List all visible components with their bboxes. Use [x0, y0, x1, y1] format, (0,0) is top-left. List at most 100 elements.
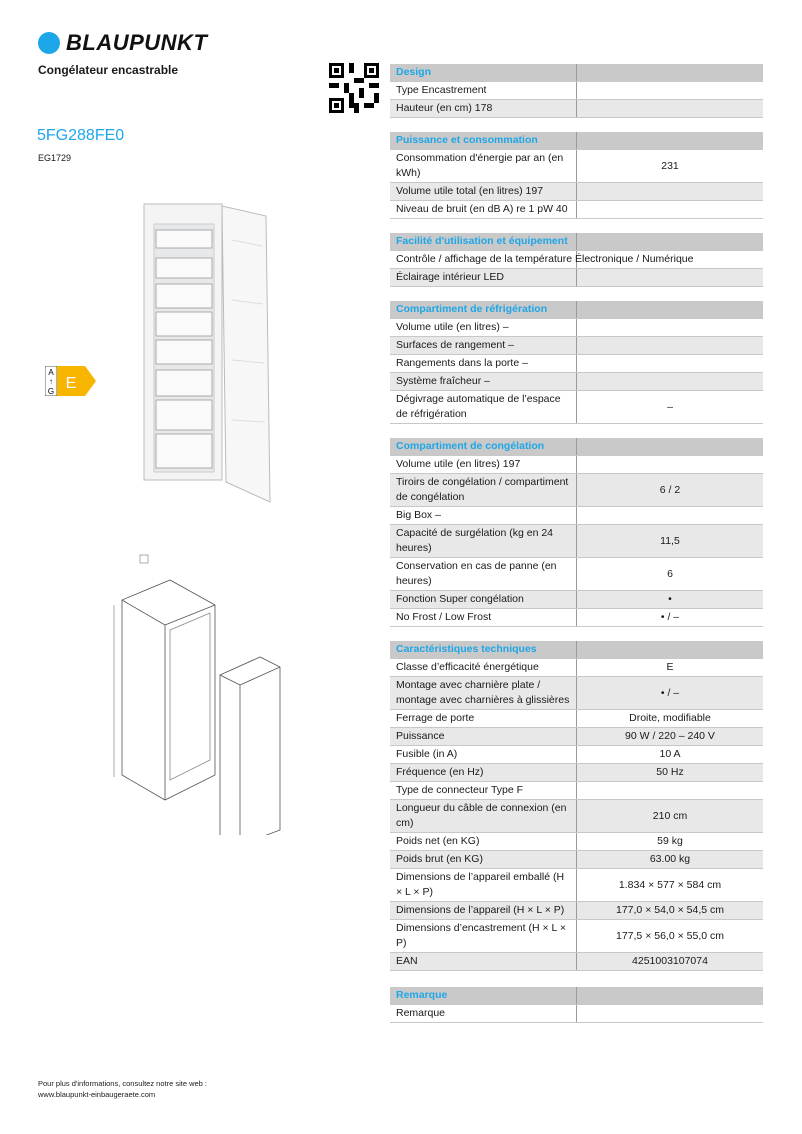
- spec-label: Niveau de bruit (en dB A) re 1 pW 40: [390, 201, 577, 218]
- spec-label: Surfaces de rangement –: [390, 337, 577, 354]
- spec-label: Poids brut (en KG): [390, 851, 577, 868]
- spec-value: 6 / 2: [659, 483, 681, 496]
- brand-logo: BLAUPUNKT: [38, 30, 207, 56]
- spec-value: E: [666, 661, 674, 673]
- section-title: Puissance et consommation: [390, 132, 577, 149]
- spec-value: [577, 82, 763, 99]
- footer: Pour plus d'informations, consultez notr…: [38, 1078, 207, 1100]
- product-code: EG1729: [38, 153, 72, 163]
- section-header: Design: [390, 64, 763, 82]
- spec-value: 210 cm: [652, 809, 688, 822]
- section-header: Compartiment de congélation: [390, 438, 763, 456]
- section-title: Caractéristiques techniques: [390, 641, 577, 658]
- spec-label: Ferrage de porte: [390, 710, 577, 727]
- spec-row: Montage avec charnière plate / montage a…: [390, 677, 763, 710]
- spec-label: Remarque: [390, 1005, 577, 1022]
- spec-row: Volume utile (en litres) –: [390, 319, 763, 337]
- spec-label: Big Box –: [390, 507, 577, 524]
- spec-row: Big Box –: [390, 507, 763, 525]
- section-header-cell: [577, 641, 763, 658]
- spec-row: Niveau de bruit (en dB A) re 1 pW 40: [390, 201, 763, 219]
- spec-label: Volume utile total (en litres) 197: [390, 183, 577, 200]
- spec-row: No Frost / Low Frost • / –: [390, 609, 763, 627]
- spec-label: Fréquence (en Hz): [390, 764, 577, 781]
- spec-value: [577, 507, 763, 524]
- spec-value: [577, 355, 763, 372]
- energy-scale-top: A: [48, 368, 54, 377]
- spec-label: Système fraîcheur –: [390, 373, 577, 390]
- section-title: Remarque: [390, 987, 577, 1004]
- spec-value: [577, 100, 763, 117]
- energy-class: E: [66, 375, 77, 392]
- brand-name: BLAUPUNKT: [66, 30, 208, 55]
- spec-row: Dimensions de l’appareil emballé (H × L …: [390, 869, 763, 902]
- spec-value: [577, 201, 763, 218]
- spec-value: [577, 456, 763, 473]
- spec-row: Type de connecteur Type F: [390, 782, 763, 800]
- spec-row: EAN 4251003107074: [390, 953, 763, 971]
- section-header-cell: [577, 438, 763, 455]
- spec-label: Classe d’efficacité énergétique: [390, 659, 577, 676]
- spec-value: [577, 183, 763, 200]
- section-title: Facilité d'utilisation et équipement: [390, 233, 577, 250]
- spec-value: 1.834 × 577 × 584 cm: [618, 878, 722, 891]
- spec-value: [577, 1005, 763, 1022]
- spec-value: 10 A: [659, 748, 681, 760]
- spec-row: Dimensions d’encastrement (H × L × P)177…: [390, 920, 763, 953]
- energy-label: A ↑ G E: [45, 366, 96, 396]
- spec-row: Surfaces de rangement –: [390, 337, 763, 355]
- spec-value: • / –: [660, 611, 680, 623]
- spec-value: [577, 319, 763, 336]
- spec-label: Dimensions d’encastrement (H × L × P): [390, 920, 577, 952]
- spec-label: Éclairage intérieur LED: [390, 269, 577, 286]
- section-title: Compartiment de congélation: [390, 438, 577, 455]
- section-header: Remarque: [390, 987, 763, 1005]
- spec-value: –: [667, 400, 673, 413]
- footer-text: Pour plus d'informations, consultez notr…: [38, 1079, 208, 1088]
- section-header-cell: [577, 64, 763, 81]
- section-header-cell: [577, 301, 763, 318]
- spec-row: Longueur du câble de connexion (en cm)21…: [390, 800, 763, 833]
- spec-row: Éclairage intérieur LED: [390, 269, 763, 287]
- spec-value: 90 W / 220 – 240 V: [625, 730, 715, 742]
- section-header-cell: [577, 233, 763, 250]
- spec-label: EAN: [390, 953, 577, 970]
- spec-value: [577, 251, 763, 268]
- spec-label: Hauteur (en cm) 178: [390, 100, 577, 117]
- spec-value: • / –: [660, 686, 680, 699]
- spec-value: [577, 373, 763, 390]
- spec-value: 4251003107074: [632, 955, 708, 967]
- spec-row: Rangements dans la porte –: [390, 355, 763, 373]
- spec-value: •: [668, 593, 672, 605]
- spec-row: Dégivrage automatique de l’espace de réf…: [390, 391, 763, 424]
- spec-row: Capacité de surgélation (kg en 24 heures…: [390, 525, 763, 558]
- section-title: Compartiment de réfrigération: [390, 301, 577, 318]
- spec-label: Contrôle / affichage de la température É…: [390, 251, 693, 268]
- spec-row: Remarque: [390, 1005, 763, 1023]
- spec-value: 6: [667, 567, 673, 580]
- installation-drawing: [113, 554, 281, 835]
- spec-label: Montage avec charnière plate / montage a…: [390, 677, 577, 709]
- spec-label: No Frost / Low Frost: [390, 609, 577, 626]
- spec-label: Fusible (in A): [390, 746, 577, 763]
- spec-label: Capacité de surgélation (kg en 24 heures…: [390, 525, 577, 557]
- spec-label: Rangements dans la porte –: [390, 355, 577, 372]
- spec-value: Droite, modifiable: [629, 712, 711, 724]
- spec-label: Consommation d'énergie par an (en kWh): [390, 150, 577, 182]
- spec-label: Fonction Super congélation: [390, 591, 577, 608]
- spec-row: Conservation en cas de panne (en heures)…: [390, 558, 763, 591]
- spec-row: Contrôle / affichage de la température É…: [390, 251, 763, 269]
- spec-row: Ferrage de porte Droite, modifiable: [390, 710, 763, 728]
- qr-code-icon: [329, 63, 379, 113]
- spec-value: 177,0 × 54,0 × 54,5 cm: [616, 904, 724, 916]
- spec-value: [577, 782, 763, 799]
- spec-row: Consommation d'énergie par an (en kWh)23…: [390, 150, 763, 183]
- spec-row: Fusible (in A) 10 A: [390, 746, 763, 764]
- spec-row: Volume utile total (en litres) 197: [390, 183, 763, 201]
- product-photo: [143, 203, 271, 503]
- spec-label: Conservation en cas de panne (en heures): [390, 558, 577, 590]
- footer-website-link[interactable]: www.blaupunkt-einbaugeraete.com: [38, 1090, 156, 1099]
